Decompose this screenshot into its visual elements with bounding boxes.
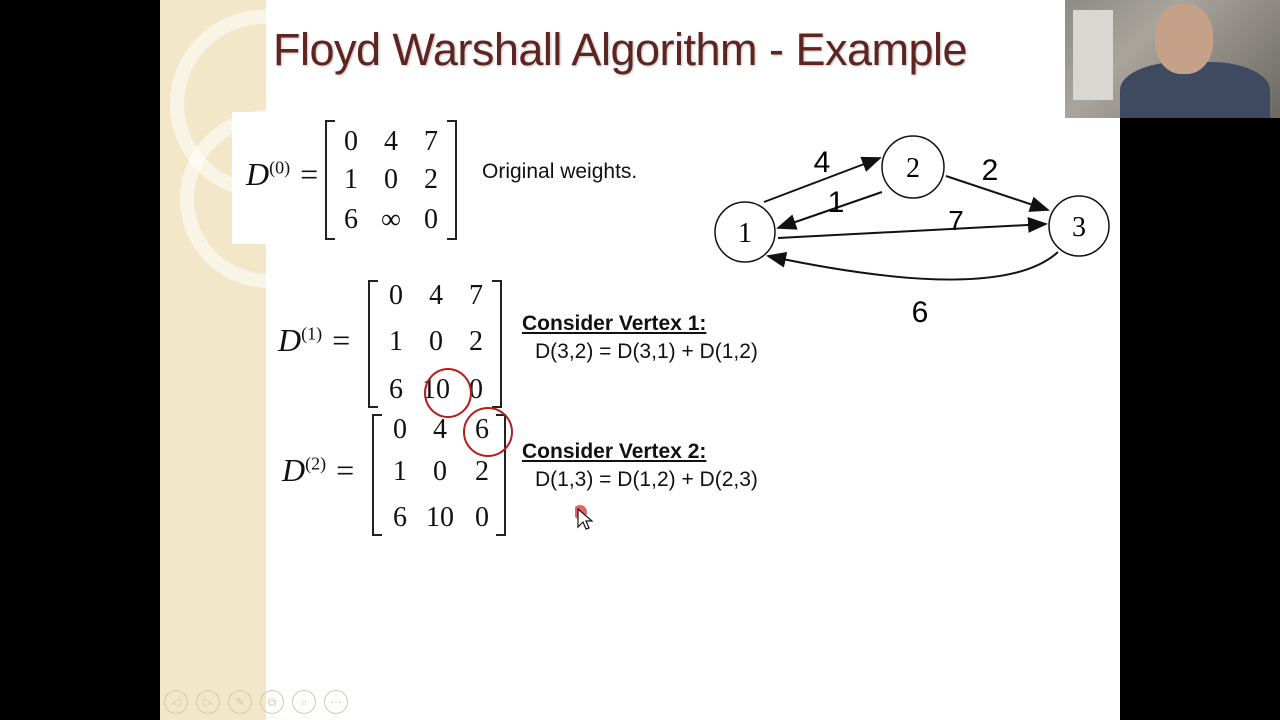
- edge-1-2: [763, 156, 882, 203]
- presenter-webcam: [1065, 0, 1280, 118]
- node-3: [1048, 195, 1110, 257]
- matrix-d0-label: D: [246, 156, 270, 192]
- cell: 0: [393, 414, 407, 445]
- cell: 6: [393, 502, 407, 533]
- original-weights-note: Original weights.: [482, 160, 638, 183]
- node-3-label: 3: [1072, 212, 1086, 243]
- matrix-d1-label: D: [278, 322, 302, 358]
- edge-2-3: [945, 175, 1050, 212]
- slideshow-controls: ◁ ▷ ✎ ⧉ ⌕ ⋯: [164, 690, 348, 714]
- cell: 0: [389, 280, 403, 311]
- cell: 7: [424, 126, 438, 157]
- cell: 2: [424, 164, 438, 195]
- edge-1-3: [777, 216, 1048, 239]
- cell: 0: [344, 126, 358, 157]
- matrix-d2-sup: (2): [305, 453, 327, 474]
- slide: Floyd Warshall Algorithm - Example D(0) …: [160, 0, 1120, 720]
- slide-sidebar-decoration: [160, 0, 266, 720]
- edge-2-3-weight: 2: [982, 154, 999, 187]
- pen-tool-button[interactable]: ✎: [228, 690, 252, 714]
- cell: 0: [384, 164, 398, 195]
- cell: 0: [469, 374, 483, 405]
- edge-1-3-weight: 7: [948, 205, 964, 236]
- node-1-label: 1: [738, 218, 752, 249]
- matrix-d1-sup: (1): [301, 323, 323, 344]
- vertex-1-formula: D(3,2) = D(3,1) + D(1,2): [535, 340, 758, 363]
- matrix-d2-label: D: [282, 452, 306, 488]
- matrix-d2-label-group: D(2) =: [282, 452, 356, 488]
- cell: 6: [344, 204, 358, 235]
- vertex-2-formula: D(1,3) = D(1,2) + D(2,3): [535, 468, 758, 491]
- next-slide-button[interactable]: ▷: [196, 690, 220, 714]
- consider-vertex-1-heading: Consider Vertex 1:: [522, 312, 707, 335]
- cell: 7: [469, 280, 483, 311]
- weighted-graph: 1 2 3 4 1 2 7 6: [714, 135, 1110, 329]
- node-2: [881, 135, 945, 199]
- matrix-d1-label-group: D(1) =: [278, 322, 352, 358]
- matrix-d0-sup: (0): [269, 157, 291, 178]
- more-options-button[interactable]: ⋯: [324, 690, 348, 714]
- edge-3-1-weight: 6: [912, 296, 929, 329]
- cell: 2: [469, 326, 483, 357]
- edge-1-2-weight: 4: [814, 146, 831, 179]
- edge-2-1-weight: 1: [828, 186, 845, 219]
- consider-vertex-2-heading: Consider Vertex 2:: [522, 440, 707, 463]
- cell: 6: [389, 374, 403, 405]
- cell: 1: [393, 456, 407, 487]
- cell: ∞: [381, 204, 401, 235]
- slide-title: Floyd Warshall Algorithm - Example: [273, 24, 968, 75]
- cell: 10: [426, 502, 454, 533]
- cell: 4: [429, 280, 443, 311]
- cell: 2: [475, 456, 489, 487]
- zoom-button[interactable]: ⌕: [292, 690, 316, 714]
- cell: 0: [475, 502, 489, 533]
- previous-slide-button[interactable]: ◁: [164, 690, 188, 714]
- matrix-d0: D(0) = 0 4 7 1 0 2 6 ∞ 0: [232, 112, 472, 244]
- edge-3-1: [766, 251, 1059, 281]
- node-2-label: 2: [906, 153, 920, 184]
- cell: 1: [344, 164, 358, 195]
- mouse-pointer-icon: [575, 505, 594, 530]
- edge-2-1: [776, 191, 883, 230]
- cell: 4: [384, 126, 398, 157]
- cell: 1: [389, 326, 403, 357]
- highlight-circle-d1: [424, 368, 472, 418]
- highlight-circle-d2: [463, 407, 513, 457]
- node-1: [714, 201, 776, 263]
- cell: 0: [424, 204, 438, 235]
- cell: 0: [433, 456, 447, 487]
- cell: 0: [429, 326, 443, 357]
- slide-sorter-button[interactable]: ⧉: [260, 690, 284, 714]
- cell: 4: [433, 414, 447, 445]
